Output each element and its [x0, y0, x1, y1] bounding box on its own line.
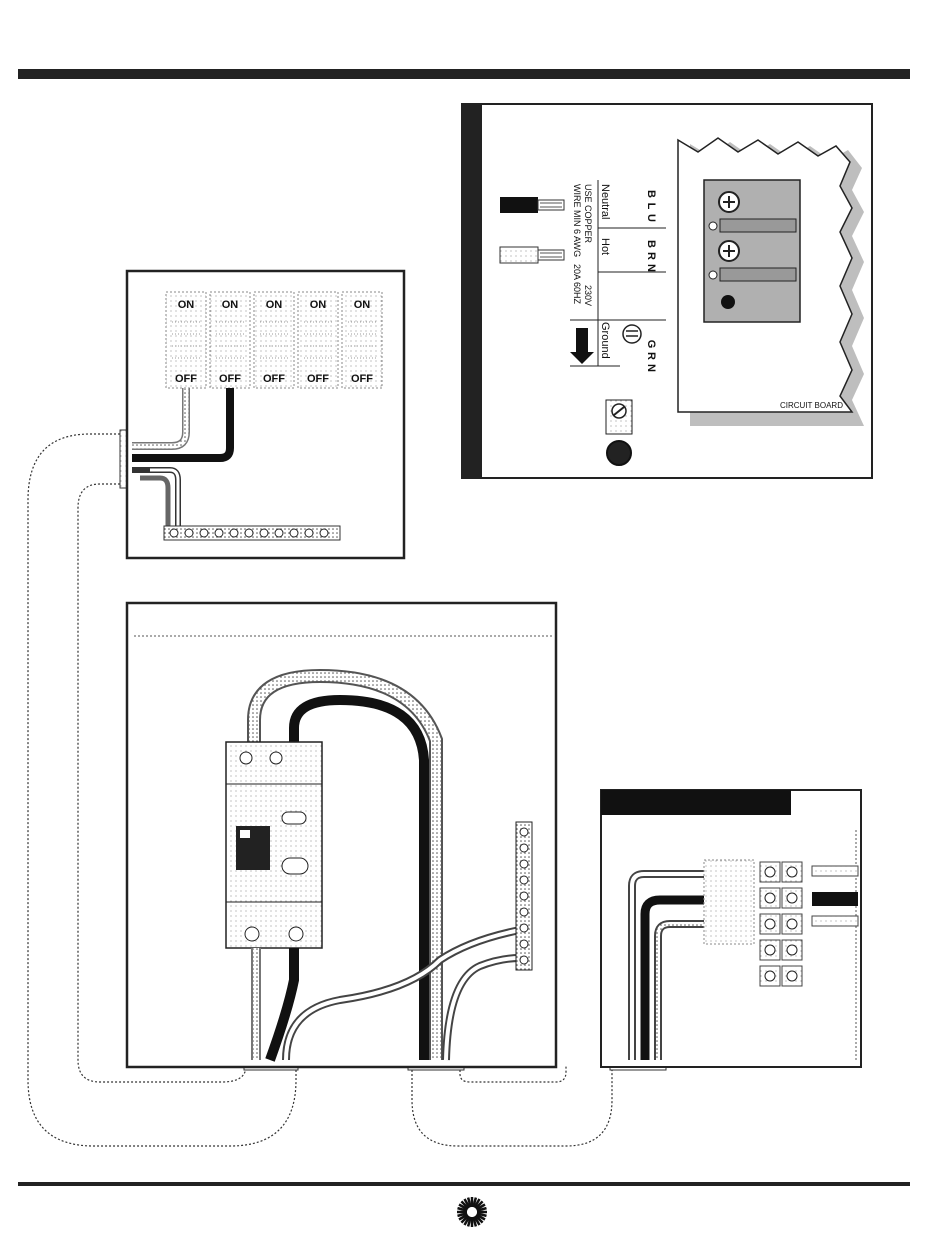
pack-terminal-screw-icon: [787, 945, 797, 955]
breaker-off-label: OFF: [219, 373, 241, 385]
pack-terminal-screw-icon: [765, 971, 775, 981]
bus-screw-icon: [520, 956, 528, 964]
black-wire-end: [500, 197, 538, 213]
svg-text:L: L: [645, 203, 657, 210]
svg-text:G: G: [645, 340, 657, 349]
bus-screw-icon: [520, 908, 528, 916]
bus-screw-icon: [275, 529, 283, 537]
breaker-off-label: OFF: [307, 373, 329, 385]
rating-current-freq: 20A 60HZ: [572, 264, 582, 305]
bus-screw-icon: [520, 924, 528, 932]
breaker-off-label: OFF: [263, 373, 285, 385]
bus-screw-icon: [230, 529, 238, 537]
pack-terminal-screw-icon: [765, 867, 775, 877]
pack-terminal-screw-icon: [765, 919, 775, 929]
svg-text:R: R: [645, 352, 657, 360]
label-hot: Hot: [599, 238, 611, 255]
ground-screw-icon: [623, 325, 641, 343]
svg-text:N: N: [645, 364, 657, 372]
breaker-slot: ON OFF: [342, 292, 382, 388]
bus-screw-icon: [320, 529, 328, 537]
breaker-on-label: ON: [266, 299, 283, 311]
breaker-slot: ON OFF: [210, 292, 250, 388]
svg-text:R: R: [645, 252, 657, 260]
terminal-screw-1: [719, 192, 739, 212]
pack-terminal-screw-icon: [787, 971, 797, 981]
spec-line-1: USE COPPER: [583, 184, 593, 244]
breaker-row: ON OFF ON OFF ON OFF ON OFF ON OFF: [166, 292, 382, 388]
svg-text:B: B: [645, 190, 657, 198]
pack-terminal-screw-icon: [765, 945, 775, 955]
main-panel: ON OFF ON OFF ON OFF ON OFF ON OFF: [127, 271, 404, 558]
board-mount-hole: [721, 295, 735, 309]
disconnect-box: [127, 603, 556, 1067]
pack-terminal-screw-icon: [765, 893, 775, 903]
breaker-off-label: OFF: [351, 373, 373, 385]
bus-screw-icon: [200, 529, 208, 537]
svg-text:B: B: [645, 240, 657, 248]
conduit-right: [412, 1066, 612, 1146]
bus-screw-icon: [520, 844, 528, 852]
breaker-on-label: ON: [178, 299, 195, 311]
breaker-on-label: ON: [222, 299, 239, 311]
bus-screw-icon: [305, 529, 313, 537]
bus-screw-icon: [185, 529, 193, 537]
terminal-detail-panel: [462, 104, 872, 478]
label-neutral: Neutral: [599, 184, 611, 219]
bus-screw-icon: [260, 529, 268, 537]
circuit-board-label: CIRCUIT BOARD: [780, 401, 843, 410]
bus-screw-icon: [520, 876, 528, 884]
bus-screw-icon: [245, 529, 253, 537]
terminal-color-code: BRN: [645, 240, 657, 272]
bus-screw-icon: [290, 529, 298, 537]
pack-terminal-screw-icon: [787, 867, 797, 877]
spa-pack-box: [601, 790, 861, 1067]
bus-screw-icon: [520, 940, 528, 948]
bus-screw-icon: [520, 860, 528, 868]
pack-terminal-screw-icon: [787, 919, 797, 929]
breaker-slot: ON OFF: [298, 292, 338, 388]
logo-sunburst-icon: [457, 1197, 487, 1227]
pack-terminal-screw-icon: [787, 893, 797, 903]
breaker-off-label: OFF: [175, 373, 197, 385]
spa-pack-header: [601, 790, 791, 815]
breaker-slot: ON OFF: [254, 292, 294, 388]
breaker-on-label: ON: [310, 299, 327, 311]
bus-screw-icon: [215, 529, 223, 537]
terminal-color-code: GRN: [645, 340, 657, 372]
bus-screw-icon: [520, 828, 528, 836]
bus-screw-icon: [170, 529, 178, 537]
bus-screw-icon: [520, 892, 528, 900]
terminal-screw-2: [719, 241, 739, 261]
svg-text:U: U: [645, 214, 657, 222]
label-ground: Ground: [599, 322, 611, 359]
svg-text:N: N: [645, 264, 657, 272]
breaker-slot: ON OFF: [166, 292, 206, 388]
spec-line-2: WIRE MIN 6 AWG: [572, 184, 582, 257]
terminal-color-code: BLU: [645, 190, 657, 222]
white-wire-end: [500, 247, 538, 263]
rating-voltage: 230V: [583, 285, 593, 306]
breaker-on-label: ON: [354, 299, 371, 311]
